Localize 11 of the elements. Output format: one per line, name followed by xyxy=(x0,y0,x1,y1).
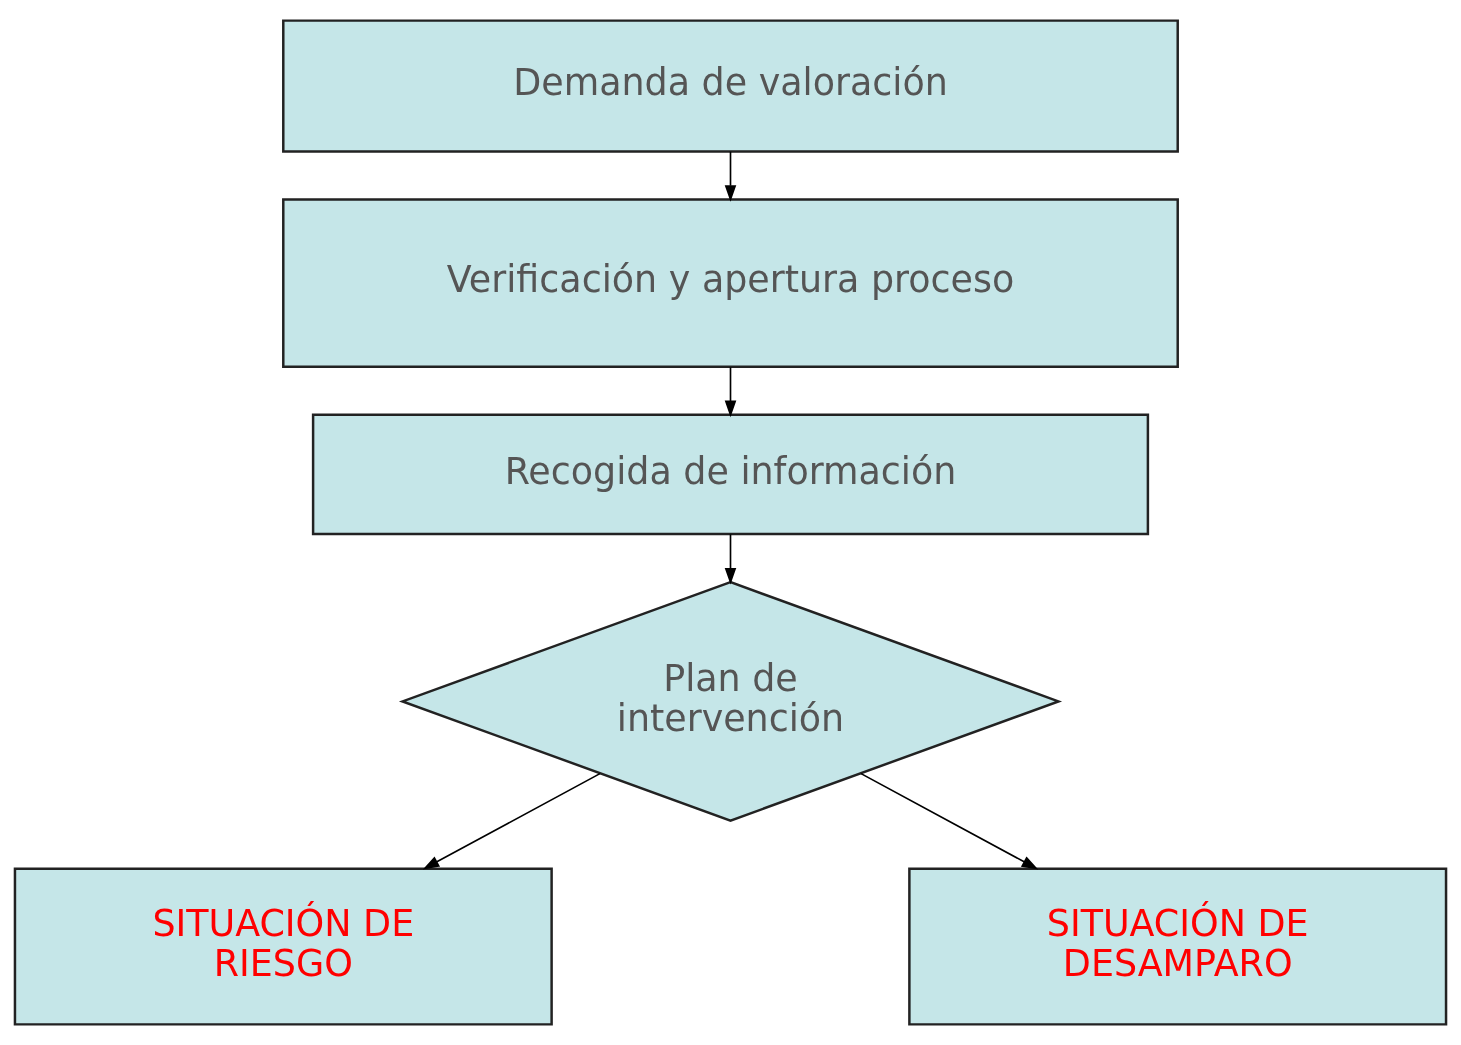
arrow xyxy=(724,533,737,585)
arrow xyxy=(724,150,737,202)
arrow xyxy=(422,772,601,870)
arrow xyxy=(724,366,737,418)
node-box: SITUACIÓN DE DESAMPARO xyxy=(908,867,1448,1026)
arrow xyxy=(860,772,1039,870)
node-box: Verificación y apertura proceso xyxy=(282,198,1179,369)
node-diamond: Plan de intervención xyxy=(398,580,1063,822)
node-box: SITUACIÓN DE RIESGO xyxy=(13,867,553,1026)
node-box: Demanda de valoración xyxy=(282,19,1179,153)
node-box: Recogida de información xyxy=(311,413,1150,536)
